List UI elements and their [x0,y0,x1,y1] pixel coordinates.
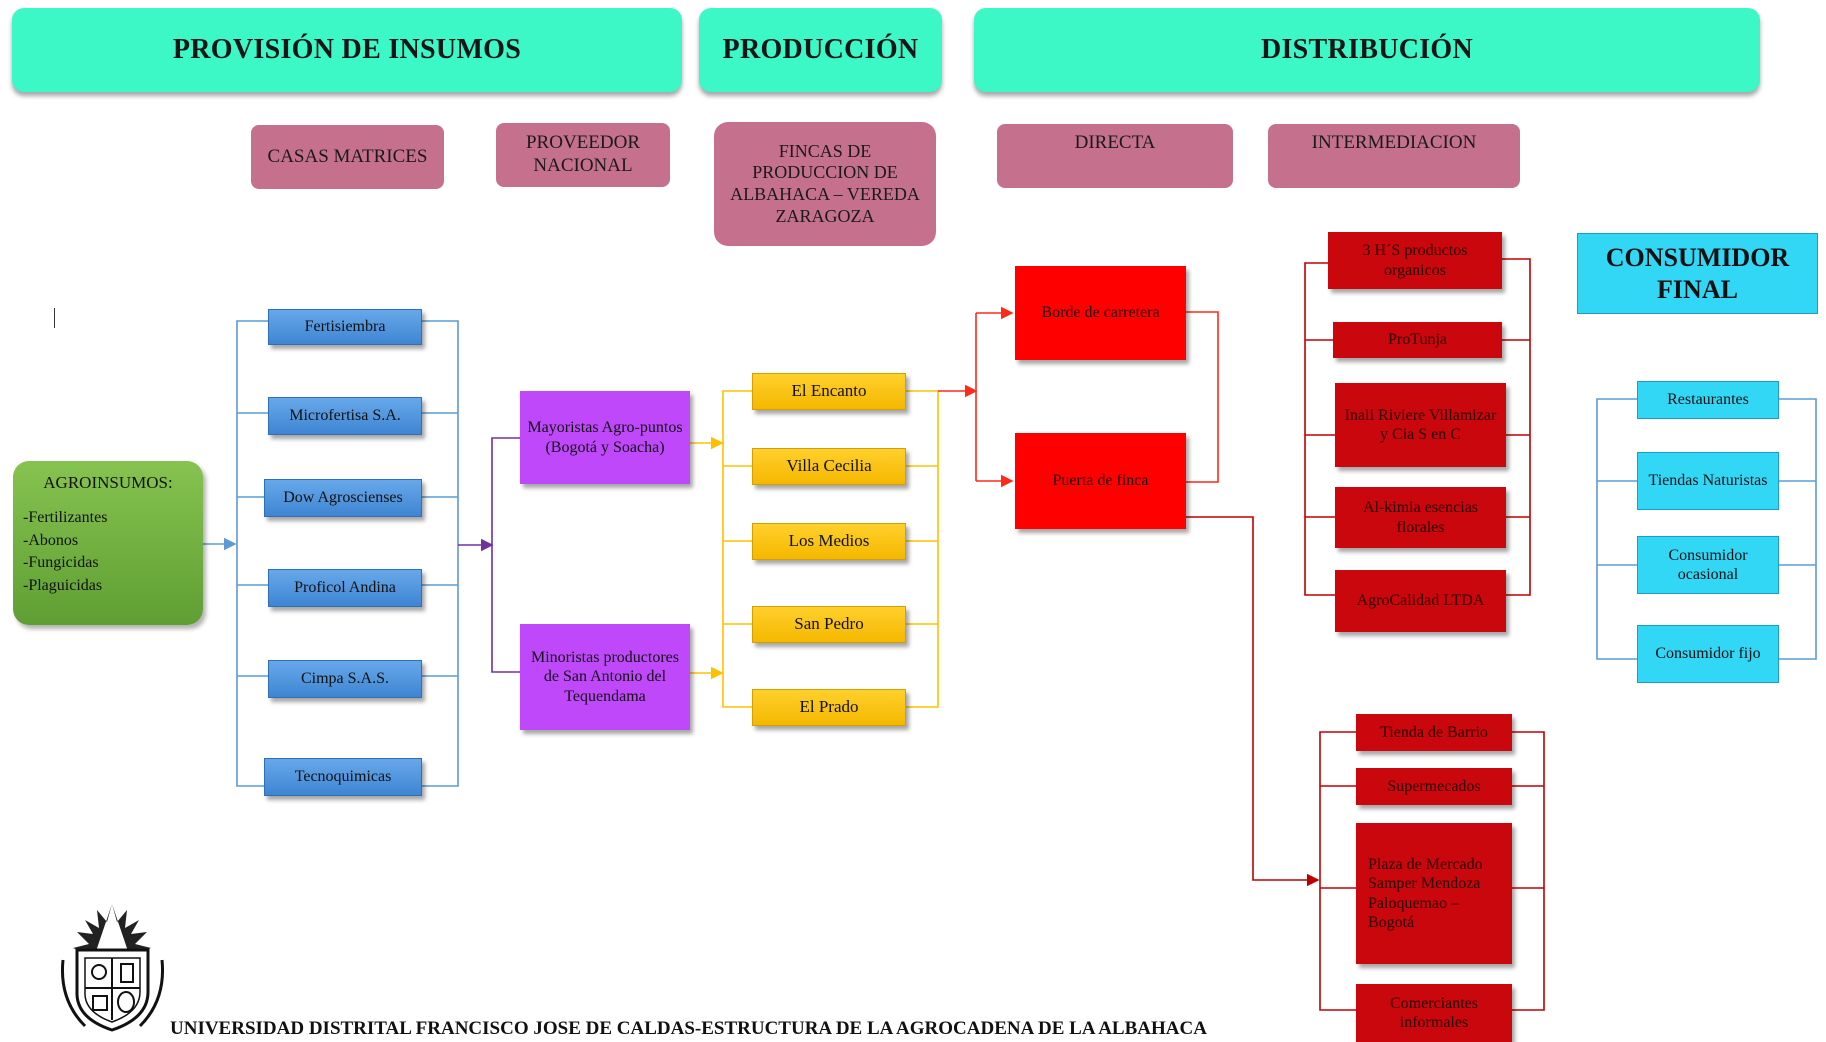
supplier-box: Microfertisa S.A. [268,397,422,435]
consumer-box: Restaurantes [1637,381,1779,419]
intermediary-box: Tienda de Barrio [1356,714,1512,751]
agroinsumos-title: AGROINSUMOS: [43,473,173,492]
category-fincas: FINCAS DE PRODUCCION DE ALBAHACA – VERED… [714,122,936,246]
intermediary-box: Supermecados [1356,768,1512,805]
consumer-box: Tiendas Naturistas [1637,452,1779,510]
intermediary-box: AgroCalidad LTDA [1335,570,1506,632]
farm-box: Los Medios [752,523,906,560]
header-distribucion: DISTRIBUCIÓN [974,8,1760,92]
supplier-box: Proficol Andina [268,569,422,607]
consumer-box: Consumidor ocasional [1637,536,1779,594]
agroinsumos-item: -Plaguicidas [23,576,103,594]
category-intermediacion: INTERMEDIACION [1268,124,1520,188]
category-proveedor-nacional: PROVEEDOR NACIONAL [496,123,670,187]
farm-box: Villa Cecilia [752,448,906,485]
farm-box: El Prado [752,689,906,726]
mayoristas-box: Mayoristas Agro-puntos (Bogotá y Soacha) [520,391,690,484]
university-seal-icon [60,904,165,1032]
consumer-final-title: CONSUMIDOR FINAL [1577,233,1818,314]
category-directa: DIRECTA [997,124,1233,188]
intermediary-box: Comerciantes informales [1356,984,1512,1042]
intermediary-box: Al-kimia esencias florales [1335,487,1506,548]
footer-caption: UNIVERSIDAD DISTRITAL FRANCISCO JOSE DE … [170,1018,1207,1039]
header-produccion: PRODUCCIÓN [699,8,942,92]
agroinsumos-item: -Fungicidas [23,554,99,572]
category-casas-matrices: CASAS MATRICES [251,125,444,189]
intermediary-box: 3 H´S productos organicos [1328,232,1502,289]
agroinsumos-item: -Abonos [23,531,79,549]
farm-box: El Encanto [752,373,906,410]
consumer-box: Consumidor fijo [1637,625,1779,683]
direct-channel-box: Puerta de finca [1015,433,1186,529]
supplier-box: Dow Agroscienses [264,479,422,517]
header-provision: PROVISIÓN DE INSUMOS [12,8,682,92]
intermediary-box: ProTunja [1333,322,1502,358]
agroinsumos-item: -Fertilizantes [23,509,108,527]
intermediary-box: Plaza de Mercado Samper Mendoza Paloquem… [1356,823,1512,964]
supplier-box: Fertisiembra [268,309,422,345]
minoristas-box: Minoristas productores de San Antonio de… [520,624,690,730]
agroinsumos-box: AGROINSUMOS: -Fertilizantes -Abonos -Fun… [13,461,203,625]
direct-channel-box: Borde de carretera [1015,266,1186,360]
text-cursor [54,308,55,328]
supplier-box: Cimpa S.A.S. [268,660,422,698]
farm-box: San Pedro [752,606,906,643]
supplier-box: Tecnoquimicas [264,758,422,796]
intermediary-box: Inali Riviere Villamizar y Cia S en C [1335,383,1506,467]
